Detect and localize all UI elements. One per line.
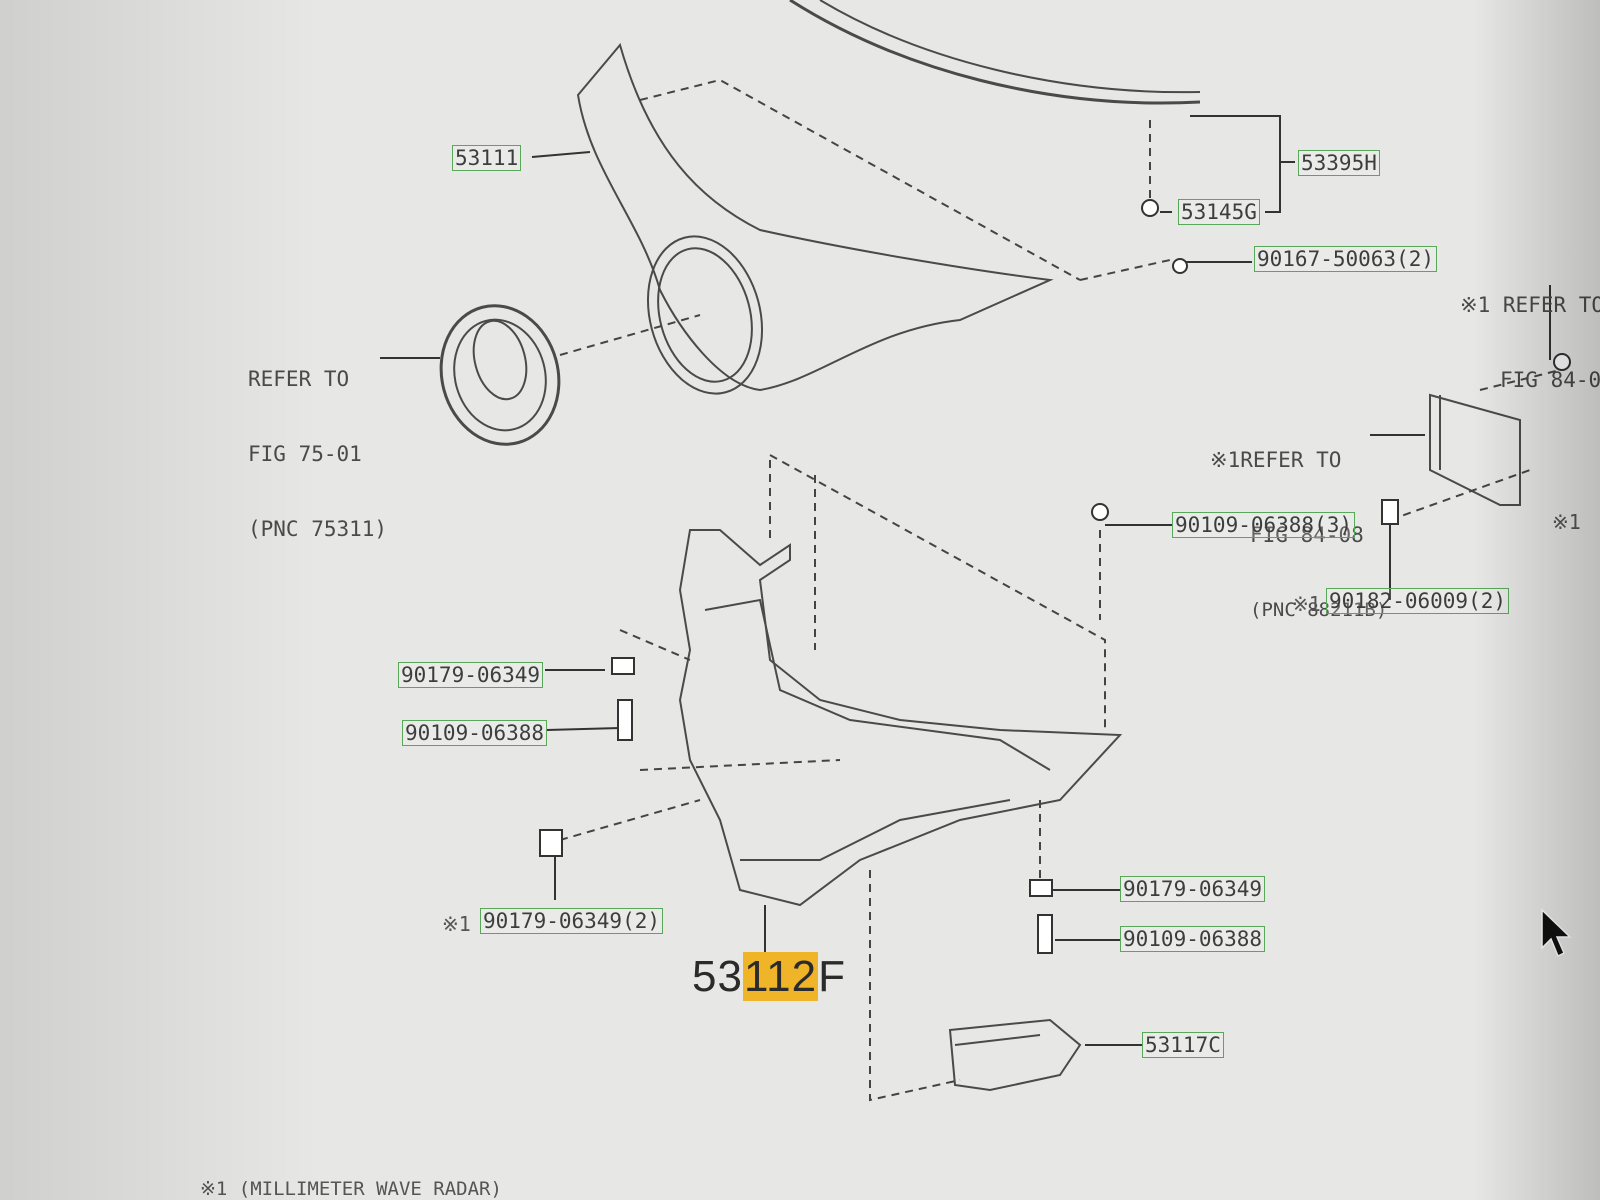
emblem-ref-line2: FIG 75-01 (248, 442, 362, 466)
part-90179-06349-right-label[interactable]: 90179-06349 (1120, 876, 1266, 902)
radar-ref-top-mark: ※1 (1460, 293, 1491, 317)
part-90179-06349-2-label[interactable]: 90179-06349(2) (480, 908, 664, 934)
bolt-left-glyph (617, 699, 633, 741)
right-edge-mark: ※1 (1552, 510, 1581, 534)
search-highlight: 112 (742, 952, 819, 1001)
radar-ref-top-line2: FIG 84-0 (1500, 368, 1600, 392)
part-90109-06388-radar-label[interactable]: 90109-06388(3) (1172, 512, 1356, 538)
emblem-ref-line1: REFER TO (248, 367, 350, 391)
emblem-ref-line3: (PNC 75311) (248, 517, 388, 541)
part-53112f-prefix: 53 (692, 952, 743, 1001)
nut-left-bottom-glyph (539, 829, 563, 857)
hood-panel (576, 42, 1054, 392)
radiator-support (678, 529, 1123, 907)
mouse-cursor-icon (1541, 908, 1572, 958)
part-90179-06349-left-label[interactable]: 90179-06349 (398, 662, 544, 688)
nut-left-bottom-mark: ※1 (442, 912, 471, 936)
radar-ref-mid-line1: REFER TO (1240, 448, 1342, 472)
radar-ref-mid-line2: FIG 84-08 (1250, 523, 1364, 547)
part-53145g-label[interactable]: 53145G (1178, 199, 1260, 225)
part-90109-06388-left-label[interactable]: 90109-06388 (402, 720, 548, 746)
radar-ref-mid-mark: ※1 (1210, 448, 1241, 472)
nut-radar-mark: ※1 (1292, 592, 1321, 616)
part-53112f-suffix: F (818, 952, 846, 1001)
emblem-reference: REFER TO FIG 75-01 (PNC 75311) (248, 317, 387, 592)
bolt-90167-glyph (1172, 258, 1188, 274)
radar-ref-mid-line3: (PNC 88211B) (1250, 599, 1388, 621)
part-53111-label[interactable]: 53111 (452, 145, 522, 171)
radar-bracket (1429, 393, 1521, 506)
radar-reference-mid: ※1REFER TO FIG 84-08 (PNC 88211B) (1210, 398, 1387, 673)
nut-left-glyph (611, 657, 635, 675)
radar-reference-top: ※1 REFER TO FIG 84-0 (1460, 243, 1600, 443)
nut-90182-glyph (1381, 499, 1399, 525)
part-90109-06388-right-label[interactable]: 90109-06388 (1120, 926, 1266, 952)
nut-right-glyph (1029, 879, 1053, 897)
bolt-90109-radar-glyph (1091, 503, 1109, 521)
part-90167-50063-label[interactable]: 90167-50063(2) (1254, 246, 1438, 272)
part-90182-06009-label[interactable]: 90182-06009(2) (1326, 588, 1510, 614)
part-53117c-label[interactable]: 53117C (1142, 1032, 1224, 1058)
part-53112f-label[interactable]: 53112F (692, 952, 846, 1002)
footnote-text: ※1 (MILLIMETER WAVE RADAR) (200, 1178, 502, 1200)
screw-radar-glyph (1553, 353, 1571, 371)
clip-53145-glyph (1141, 199, 1159, 217)
toyota-emblem (439, 304, 561, 446)
air-duct (948, 1018, 1082, 1092)
bolt-right-glyph (1037, 914, 1053, 954)
radar-ref-top-line1: REFER TO (1502, 293, 1600, 317)
part-53395h-label[interactable]: 53395H (1298, 150, 1380, 176)
